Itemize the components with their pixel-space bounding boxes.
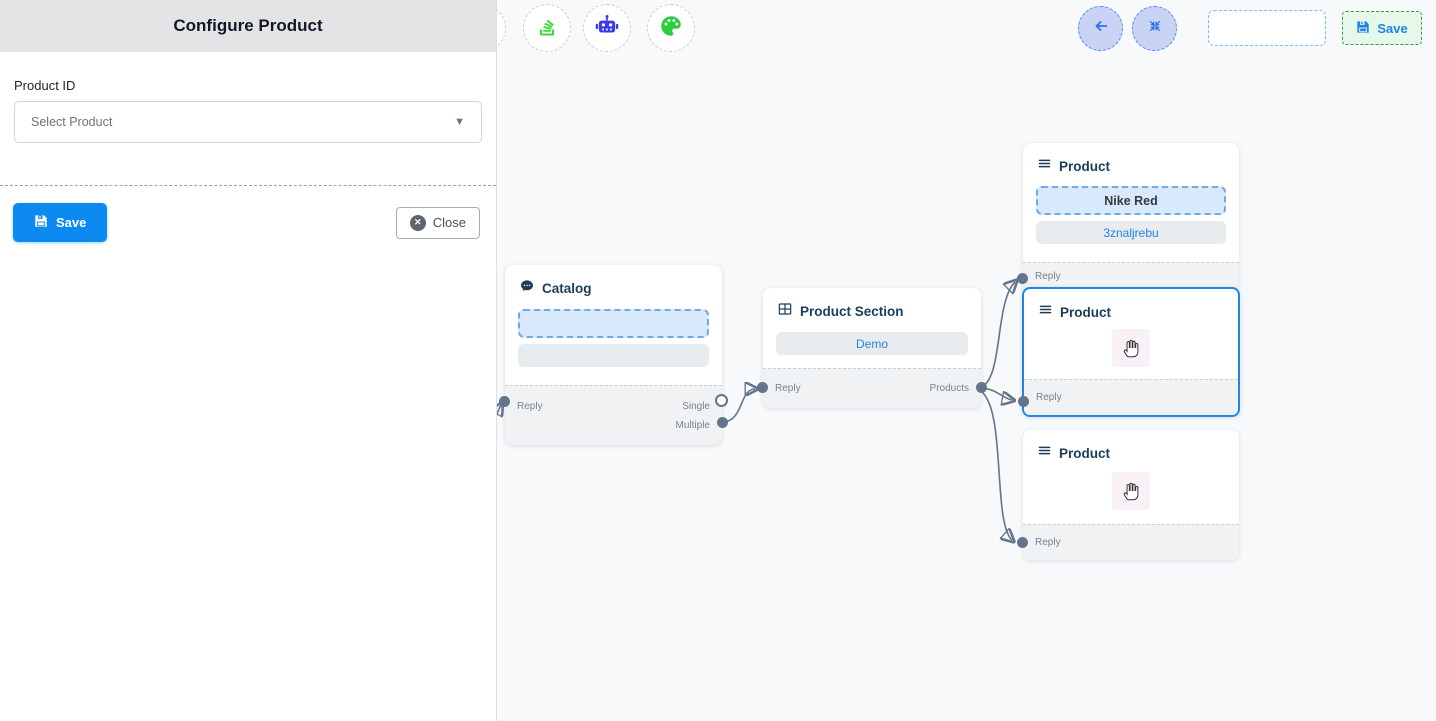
fit-view-icon: [1147, 18, 1163, 39]
product-select-value: Select Product: [31, 115, 113, 129]
panel-actions: Save ✕ Close: [13, 203, 480, 242]
reply-label: Reply: [1035, 537, 1061, 548]
product-id-label: Product ID: [14, 78, 76, 93]
node-header: Catalog: [505, 265, 722, 307]
close-button-label: Close: [432, 215, 466, 230]
reply-handle[interactable]: [757, 382, 768, 393]
hamburger-icon: [1038, 302, 1053, 322]
node-product-bottom[interactable]: Product Reply: [1017, 430, 1239, 560]
node-footer: Reply: [1023, 262, 1239, 290]
canvas-save-button[interactable]: Save: [1342, 11, 1422, 45]
palette-icon: [658, 13, 684, 44]
save-button-label: Save: [56, 215, 87, 230]
chat-bubble-icon: [519, 278, 535, 299]
node-footer: Reply Single Multiple: [505, 385, 722, 445]
node-product-section[interactable]: Product Section Demo Reply Products: [757, 288, 987, 408]
hamburger-icon: [1037, 443, 1052, 463]
divider: [0, 185, 496, 186]
node-catalog[interactable]: Catalog Reply Single Multiple: [499, 265, 728, 445]
node-footer: Reply: [1023, 524, 1239, 560]
hidden-tool-button[interactable]: [497, 4, 506, 52]
node-title: Product: [1060, 304, 1112, 320]
page-title: Configure Product: [173, 16, 323, 35]
product-select[interactable]: Select Product ▼: [14, 101, 482, 143]
back-arrow-icon: [1092, 17, 1110, 40]
node-title: Product: [1059, 158, 1111, 174]
palette-tool-button[interactable]: [647, 4, 695, 52]
reply-handle[interactable]: [1017, 273, 1028, 284]
reply-label: Reply: [517, 400, 543, 412]
reply-label: Reply: [775, 383, 801, 394]
reply-handle[interactable]: [499, 396, 510, 407]
node-body: Nike Red 3znaljrebu: [1023, 184, 1239, 262]
products-handle[interactable]: [976, 382, 987, 393]
reply-handle[interactable]: [1018, 396, 1029, 407]
node-header: Product Section: [763, 288, 981, 330]
hamburger-icon: [1037, 156, 1052, 176]
node-header: Product: [1023, 430, 1239, 471]
save-icon: [34, 214, 48, 231]
reply-label: Reply: [1036, 392, 1062, 403]
single-handle[interactable]: [715, 394, 728, 407]
flow-canvas[interactable]: Save Catalog Reply Single: [497, 0, 1436, 721]
node-product-top[interactable]: Product Nike Red 3znaljrebu Reply: [1017, 143, 1239, 290]
product-name-field[interactable]: Nike Red: [1036, 186, 1226, 215]
node-body: [1023, 471, 1239, 524]
robot-icon: [594, 13, 620, 44]
node-body: [1024, 330, 1238, 379]
catalog-blurred-field[interactable]: [518, 344, 709, 367]
empty-toolbar-slot[interactable]: [1208, 10, 1326, 46]
back-button[interactable]: [1078, 6, 1123, 51]
product-id-field[interactable]: 3znaljrebu: [1036, 221, 1226, 244]
catalog-empty-field[interactable]: [518, 309, 709, 338]
node-footer: Reply: [1024, 379, 1238, 415]
close-icon: ✕: [409, 214, 426, 231]
canvas-save-label: Save: [1377, 20, 1408, 36]
close-button[interactable]: ✕ Close: [395, 206, 480, 239]
node-product-middle[interactable]: Product Reply: [1018, 287, 1240, 417]
reply-label: Reply: [1035, 271, 1061, 282]
node-header: Product: [1023, 143, 1239, 184]
fit-view-button[interactable]: [1132, 6, 1177, 51]
node-header: Product: [1024, 289, 1238, 330]
reply-handle[interactable]: [1017, 537, 1028, 548]
node-title: Product: [1059, 445, 1111, 461]
node-title: Catalog: [542, 281, 592, 296]
configure-product-panel: Configure Product Product ID Select Prod…: [0, 0, 497, 721]
panel-header: Configure Product: [0, 0, 496, 52]
chevron-down-icon: ▼: [454, 116, 465, 128]
multiple-label: Multiple: [675, 419, 710, 431]
multiple-handle[interactable]: [717, 417, 728, 428]
stack-icon: [535, 14, 559, 43]
node-title: Product Section: [800, 304, 904, 319]
save-button[interactable]: Save: [13, 203, 108, 242]
node-footer: Reply Products: [763, 368, 981, 408]
section-demo-field[interactable]: Demo: [776, 332, 968, 355]
save-icon: [1356, 20, 1370, 37]
products-label: Products: [929, 383, 969, 394]
node-body: [505, 307, 722, 385]
grid-icon: [777, 301, 793, 322]
single-label: Single: [682, 400, 710, 412]
node-body: Demo: [763, 330, 981, 368]
robot-tool-button[interactable]: [583, 4, 631, 52]
stack-tool-button[interactable]: [523, 4, 571, 52]
